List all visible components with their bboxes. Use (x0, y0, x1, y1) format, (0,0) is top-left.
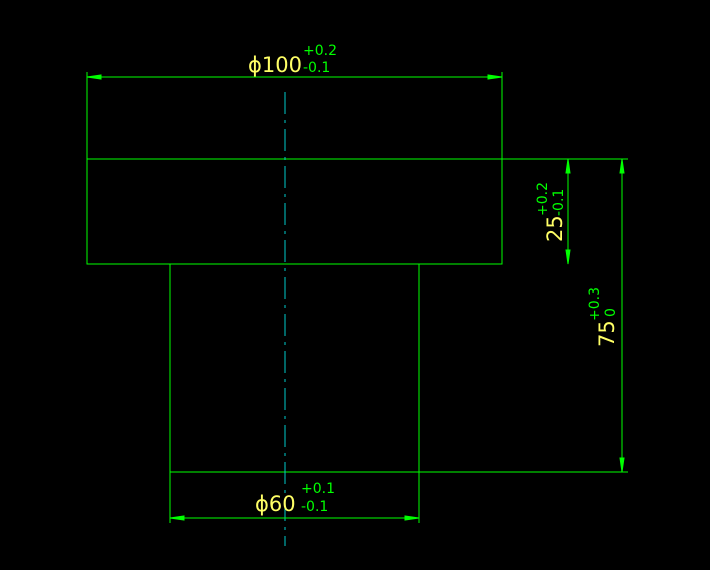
shaft-diameter-upper-tol: +0.1 (301, 481, 335, 497)
arrow-head (487, 74, 503, 80)
shaft-diameter-value: ϕ60 (255, 492, 296, 516)
total-height-upper-tol: +0.3 (587, 287, 603, 321)
total-height-label: 75 +0.3 0 (587, 287, 619, 347)
arrow-head (169, 515, 185, 521)
arrow-head (619, 158, 625, 174)
top-diameter-value: ϕ100 (248, 53, 302, 77)
shaft-body (169, 264, 420, 473)
flange-body (86, 158, 503, 265)
flange-thickness-value: 25 (543, 215, 567, 242)
top-diameter-upper-tol: +0.2 (303, 43, 337, 59)
arrow-head (565, 158, 571, 174)
dim-top-diameter (86, 72, 503, 159)
arrow-head (86, 74, 102, 80)
part-outline (86, 158, 503, 473)
flange-thickness-label: 25 +0.2 -0.1 (535, 182, 567, 242)
total-height-value: 75 (595, 320, 619, 347)
diameter-symbol: ϕ (248, 53, 262, 77)
arrow-head (404, 515, 420, 521)
arrow-head (619, 457, 625, 473)
dim-total-height (419, 158, 628, 473)
shaft-diameter-lower-tol: -0.1 (301, 499, 328, 515)
flange-thickness-upper-tol: +0.2 (535, 182, 551, 216)
total-height-lower-tol: 0 (603, 308, 619, 317)
arrow-head (565, 249, 571, 265)
diameter-symbol: ϕ (255, 492, 269, 516)
dim-shaft-diameter (169, 472, 420, 523)
flange-thickness-lower-tol: -0.1 (551, 189, 567, 216)
dim-flange-thickness (502, 158, 628, 265)
top-diameter-lower-tol: -0.1 (303, 60, 330, 76)
